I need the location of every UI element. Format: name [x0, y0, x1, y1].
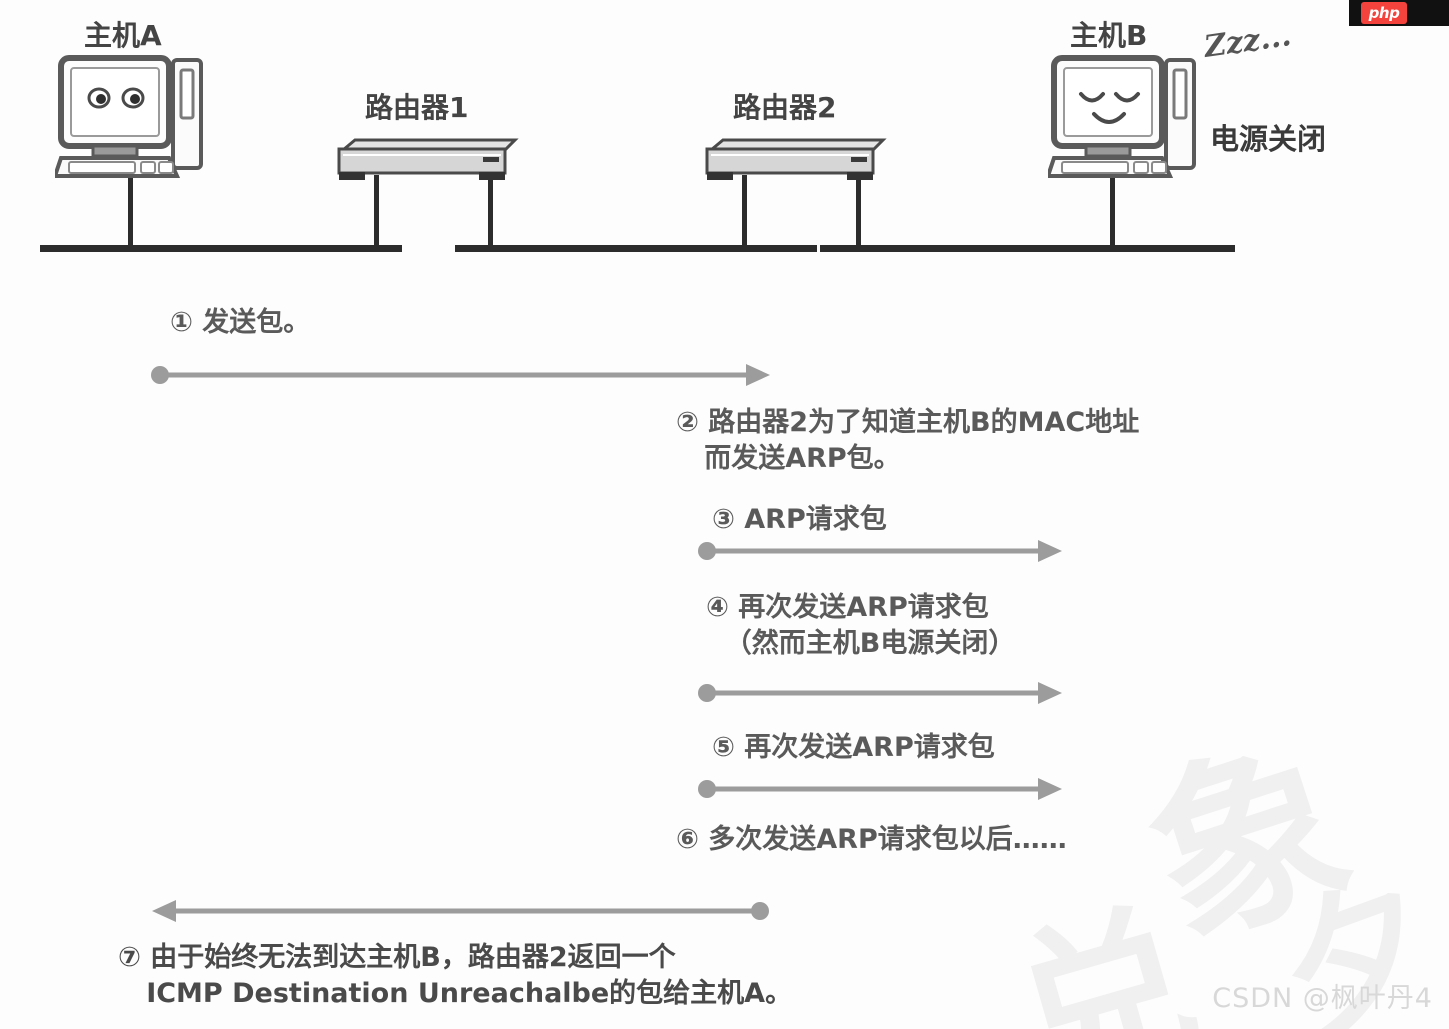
step-3-text: ③ ARP请求包: [712, 504, 887, 535]
drop-line-router1-left: [374, 175, 379, 247]
drop-line-host-a: [128, 175, 133, 247]
step-2-text: ② 路由器2为了知道主机B的MAC地址 而发送ARP包。: [676, 407, 1140, 474]
router-2-label: 路由器2: [733, 91, 837, 124]
arrow-step-3: [697, 536, 1067, 571]
bus-segment-left: [40, 245, 402, 252]
router-1-label: 路由器1: [365, 91, 469, 124]
arrow-step-5: [697, 774, 1067, 809]
drop-line-router2-right: [856, 175, 861, 247]
host-b-sleep-text: Zzz...: [1201, 18, 1294, 65]
host-b-power-off-text: 电源关闭: [1210, 122, 1327, 156]
bus-segment-middle: [455, 245, 817, 252]
host-a-computer-icon: [52, 52, 215, 185]
host-b-computer-icon: [1045, 52, 1208, 185]
step-4-text: ④ 再次发送ARP请求包 （然而主机B电源关闭）: [706, 592, 1016, 659]
host-a-label: 主机A: [84, 19, 162, 52]
arrow-step-4: [697, 678, 1067, 713]
php-logo-text: php: [1361, 2, 1407, 24]
step-7-text: ⑦ 由于始终无法到达主机B，路由器2返回一个 ICMP Destination …: [118, 942, 793, 1009]
step-6-text: ⑥ 多次发送ARP请求包以后……: [676, 824, 1067, 855]
step-1-text: ① 发送包。: [170, 307, 311, 338]
csdn-watermark: CSDN @枫叶丹4: [1212, 983, 1433, 1014]
drop-line-router1-right: [488, 175, 493, 247]
drop-line-host-b: [1110, 175, 1115, 247]
step-5-text: ⑤ 再次发送ARP请求包: [712, 732, 995, 763]
drop-line-router2-left: [742, 175, 747, 247]
arrow-step-1: [150, 360, 775, 395]
arrow-step-7: [150, 896, 770, 931]
php-logo-badge: php: [1349, 0, 1449, 26]
router-2-icon: [701, 136, 889, 187]
bus-segment-right: [820, 245, 1235, 252]
host-b-label: 主机B: [1070, 19, 1148, 52]
router-1-icon: [333, 136, 521, 187]
